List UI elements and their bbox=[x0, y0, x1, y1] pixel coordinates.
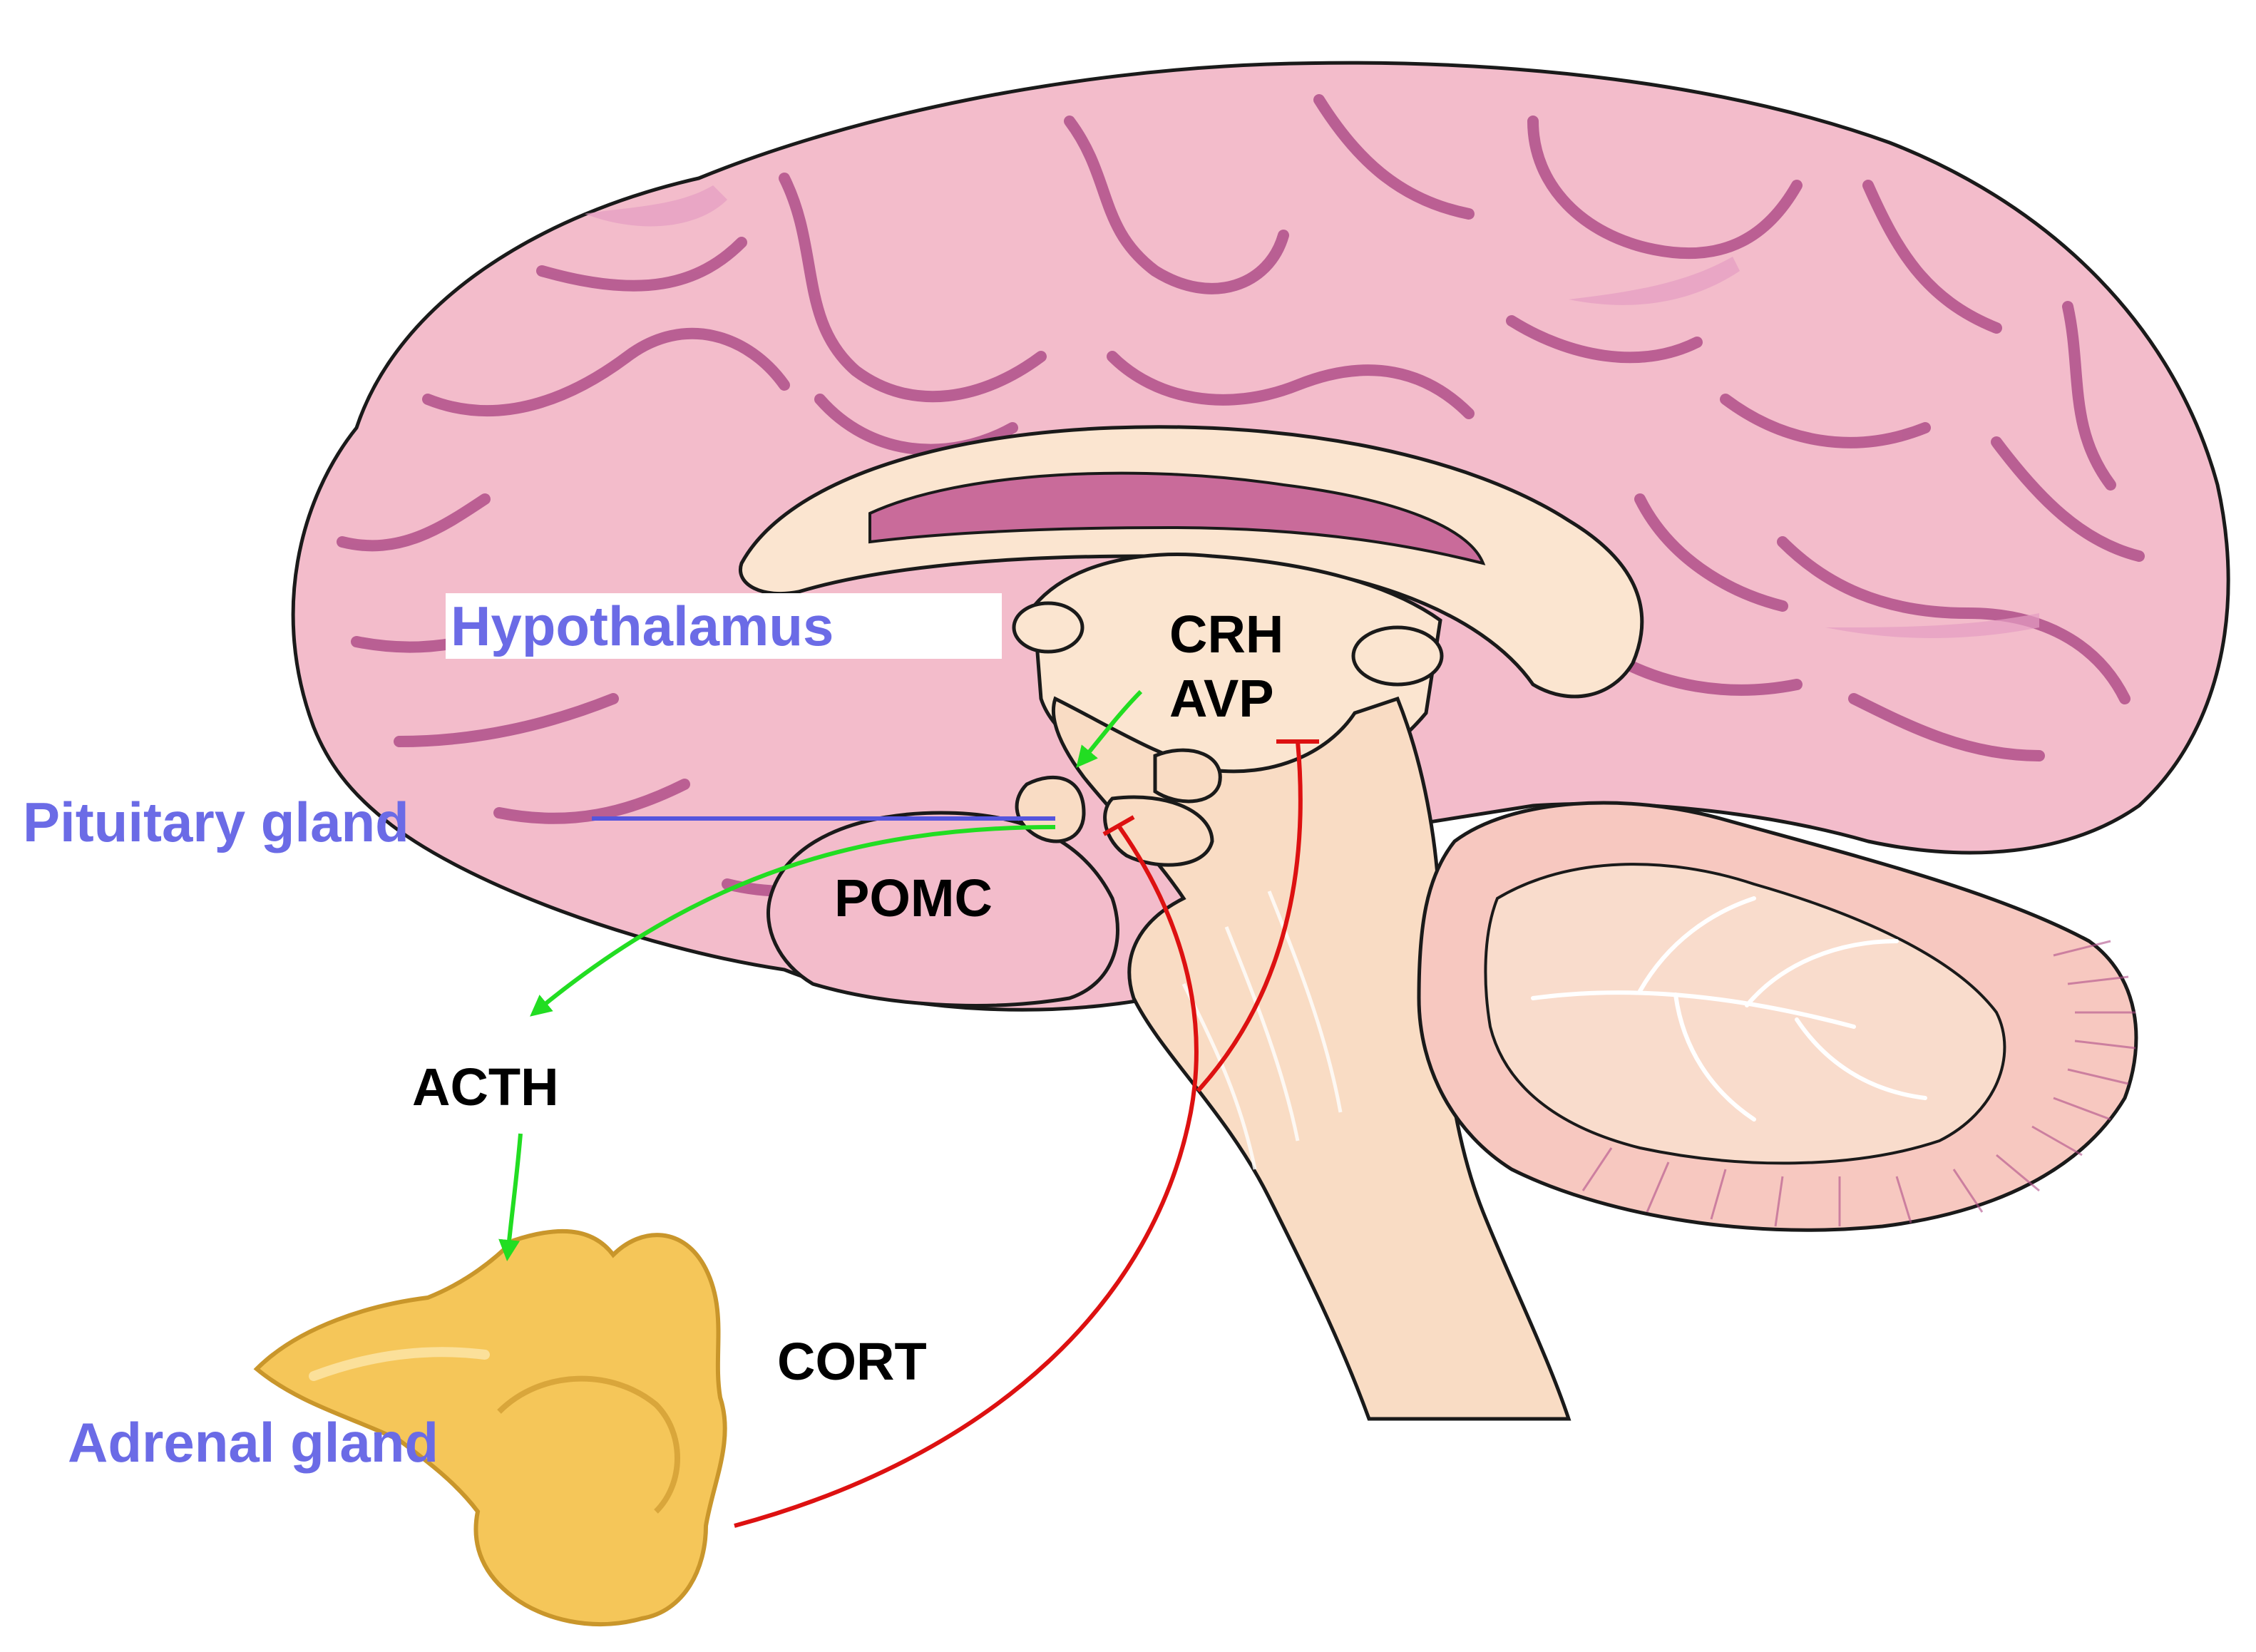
gyri-shading bbox=[585, 185, 2039, 638]
adrenal-gland bbox=[253, 1228, 727, 1627]
inhibition-bar-pituitary bbox=[1102, 815, 1135, 836]
labels: Hypothalamus CRH AVP Pituitary gland POM… bbox=[23, 593, 1283, 1474]
temporal-lobe bbox=[766, 811, 1119, 1007]
cort-label: CORT bbox=[777, 1332, 927, 1391]
crh-avp-arrow bbox=[1076, 689, 1143, 768]
pituitary-to-acth-arrow bbox=[530, 825, 1056, 1017]
lateral-ventricle bbox=[868, 471, 1486, 565]
hypothalamus-label: Hypothalamus bbox=[451, 595, 834, 657]
corpus-callosum bbox=[739, 425, 1644, 699]
arrows bbox=[498, 689, 1319, 1528]
pituitary-label: Pituitary gland bbox=[23, 791, 409, 853]
cort-feedback-to-hypothalamus bbox=[1196, 741, 1303, 1093]
acth-label: ACTH bbox=[412, 1057, 559, 1117]
acth-to-adrenal-arrow bbox=[498, 1133, 523, 1261]
pomc-label: POMC bbox=[834, 868, 993, 928]
avp-label: AVP bbox=[1169, 669, 1274, 728]
crh-label: CRH bbox=[1169, 605, 1283, 664]
cerebellum bbox=[1417, 801, 2138, 1232]
adrenal-label: Adrenal gland bbox=[68, 1411, 439, 1474]
brainstem bbox=[1051, 696, 1571, 1421]
cort-feedback-to-pituitary bbox=[734, 826, 1199, 1528]
hypothalamus-label-bg bbox=[446, 593, 1002, 659]
